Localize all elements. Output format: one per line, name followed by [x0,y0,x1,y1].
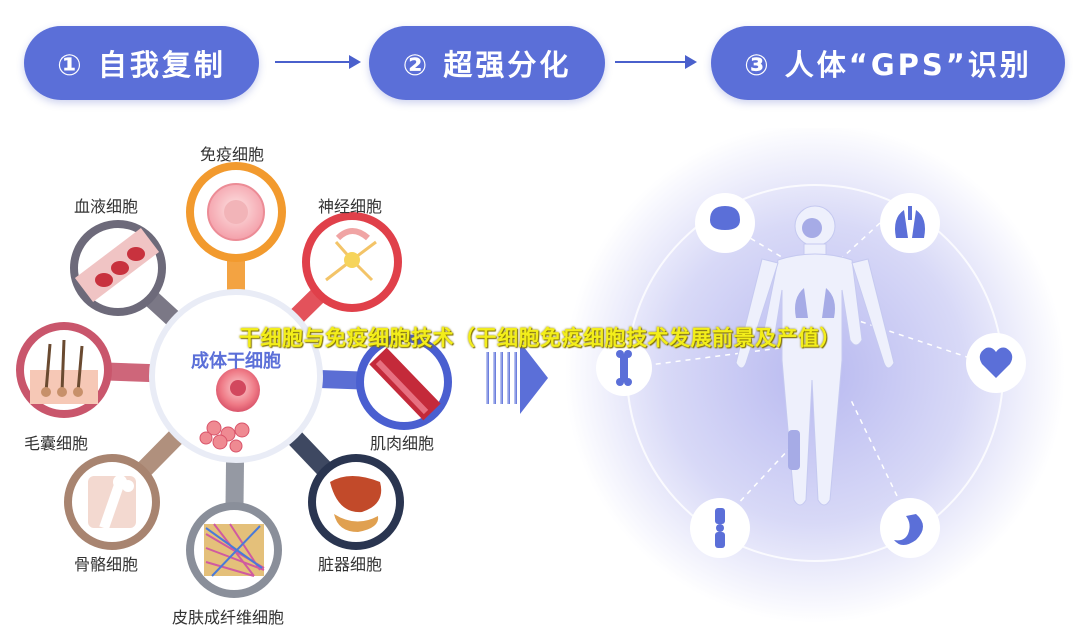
organ-cell-node [308,454,404,550]
stem-cell-center [149,289,323,463]
step-gps-recognition: ③ 人体“GPS”识别 [711,26,1065,100]
label-adult-stem-cell: 成体干细胞 [191,351,281,372]
brain-icon [695,193,755,253]
step-differentiation: ② 超强分化 [369,26,605,100]
differentiation-diagram [16,162,452,598]
bone-icon [596,340,652,396]
blood-cell-node [70,220,166,316]
label-skin-fibroblast-cell: 皮肤成纤维细胞 [172,608,285,627]
step-arrow-1 [275,55,361,69]
step-arrow-2 [615,55,697,69]
muscle-cell-node [356,334,452,430]
label-muscle-cell: 肌肉细胞 [370,434,435,453]
lungs-icon [880,193,940,253]
body-gps-illustration [565,128,1065,623]
knee-icon [690,498,750,558]
label-immune-cell: 免疫细胞 [200,145,265,164]
stomach-icon [880,498,940,558]
label-organ-cell: 脏器细胞 [318,555,383,574]
bone-cell-node [64,454,160,550]
heart-icon [966,333,1026,393]
step-self-replication: ① 自我复制 [24,26,259,100]
transition-arrow [486,342,548,414]
nerve-cell-node [302,212,402,312]
hair-follicle-node [16,322,112,418]
label-nerve-cell: 神经细胞 [318,197,383,216]
immune-cell-node [186,162,286,262]
skin-fibroblast-node [186,502,282,598]
label-bone-cell: 骨骼细胞 [74,555,139,574]
page-title-overlay: 干细胞与免疫细胞技术（干细胞免疫细胞技术发展前景及产值） [239,326,841,350]
knee-mark [788,430,800,470]
label-blood-cell: 血液细胞 [74,197,139,216]
brain-mark [802,218,822,238]
label-hair-follicle-cell: 毛囊细胞 [24,434,89,453]
lungs-mark [795,288,835,318]
